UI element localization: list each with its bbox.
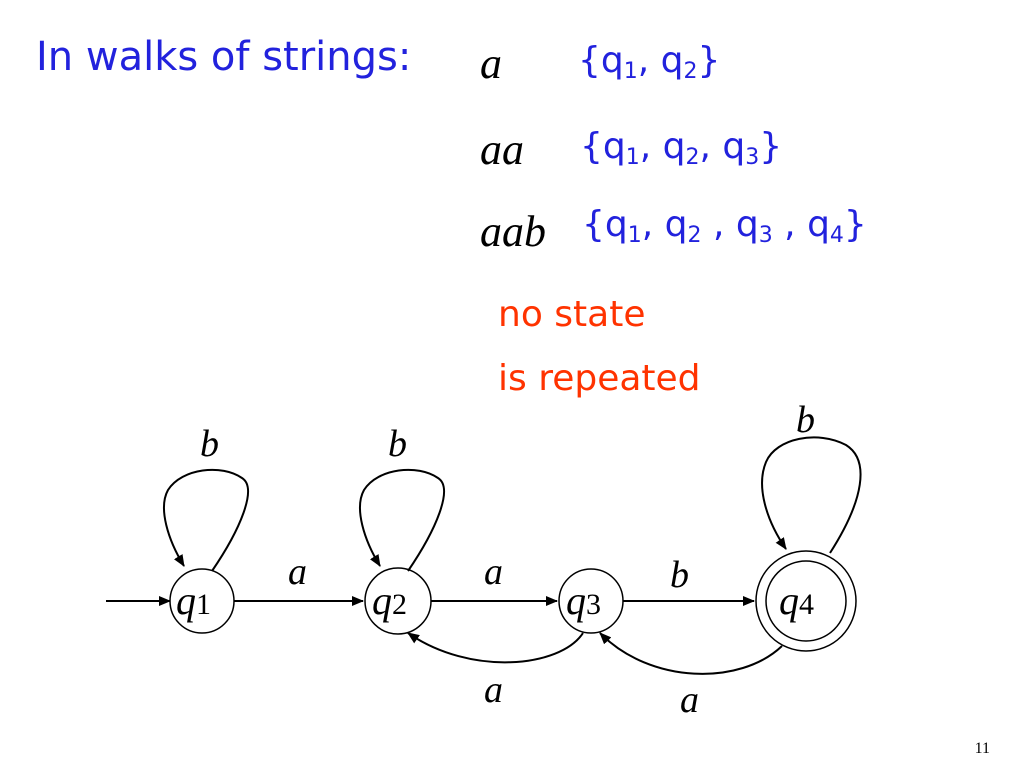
note-line-1: no state [498, 294, 646, 335]
label-edge-q1-q2: a [288, 551, 307, 593]
label-edge-q4-q3: a [680, 679, 699, 721]
label-edge-q3-q4: b [670, 554, 689, 596]
label-loop-q1: b [200, 423, 219, 465]
loop-q1-b [163, 468, 249, 572]
loop-q2-b [359, 468, 445, 572]
state-q1-label: q [176, 578, 196, 623]
label-edge-q2-q3: a [484, 551, 503, 593]
svg-text:q1: q1 [176, 578, 211, 623]
state-q4-index: 4 [799, 588, 814, 621]
walk-word-1: a [480, 39, 502, 88]
label-loop-q2: b [388, 423, 407, 465]
state-q3-label: q [566, 578, 586, 623]
state-q2-label: q [372, 578, 392, 623]
state-set-3-item: q4 [807, 204, 844, 248]
state-q3: q3 [558, 568, 624, 634]
state-q1: q1 [169, 568, 235, 634]
edge-q4-q3 [599, 632, 783, 675]
label-loop-q4: b [796, 399, 815, 441]
svg-text:q3: q3 [566, 578, 601, 623]
label-edge-q3-q2: a [484, 669, 503, 711]
walk-word-2: aa [480, 125, 524, 174]
state-q4-label: q [779, 578, 799, 623]
state-set-3-item: q2 [664, 204, 702, 248]
note-line-2: is repeated [498, 358, 701, 399]
state-set-2: {q1, q2, q3} [580, 126, 783, 170]
svg-text:q4: q4 [779, 578, 814, 623]
state-set-1-item: q1 [600, 40, 638, 84]
state-q2: q2 [364, 567, 432, 635]
state-q3-index: 3 [586, 588, 601, 621]
state-q1-index: 1 [196, 588, 211, 621]
svg-text:q2: q2 [372, 578, 407, 623]
state-set-1-item: q2 [660, 40, 698, 84]
state-set-1: {q1, q2} [578, 40, 721, 84]
state-set-3-item: q1 [604, 204, 642, 248]
page-number: 11 [974, 740, 990, 757]
walk-word-3: aab [480, 207, 546, 256]
loop-q4-b [761, 436, 862, 554]
state-set-3: {q1, q2 , q3 , q4} [582, 204, 867, 248]
state-set-2-item: q3 [722, 126, 760, 170]
state-q4-accepting: q4 [755, 550, 857, 652]
state-set-2-item: q1 [602, 126, 640, 170]
slide-title: In walks of strings: [36, 34, 412, 80]
state-set-3-item: q3 [735, 204, 773, 248]
edge-q3-q2 [407, 632, 584, 664]
state-set-2-item: q2 [662, 126, 700, 170]
state-q2-index: 2 [392, 588, 407, 621]
